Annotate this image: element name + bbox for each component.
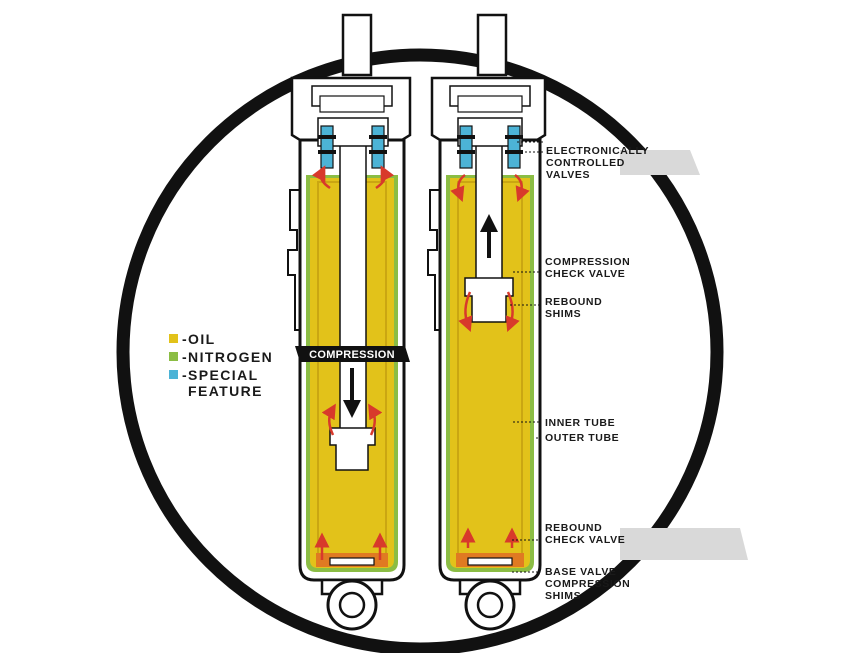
callout-rebound-check-valve: REBOUND CHECK VALVE [545,522,625,546]
callout-rebound-shims: REBOUND SHIMS [545,296,602,320]
legend: -OIL -NITROGEN -SPECIAL FEATURE [169,331,273,399]
callout-band-rcv [620,528,748,560]
compression-banner: COMPRESSION [295,346,410,362]
legend-label-feature: FEATURE [188,383,263,399]
shock-right [427,13,547,631]
leader-lines [510,141,545,573]
legend-swatch-oil [169,334,178,343]
legend-label-nitrogen: -NITROGEN [182,349,273,365]
callout-inner-tube: INNER TUBE [545,417,615,429]
flow-arrows-left [311,165,395,560]
callout-base-line-2: COMPRESSION [545,578,630,590]
callout-inner-tube-line-1: INNER TUBE [545,417,615,429]
shock-left [287,13,412,631]
callout-base-valve: BASE VALVE COMPRESSION SHIMS [545,566,630,602]
callout-compression-check-valve: COMPRESSION CHECK VALVE [545,256,630,280]
legend-swatch-nitrogen [169,352,178,361]
legend-swatch-special [169,370,178,379]
callout-base-line-3: SHIMS [545,590,581,602]
callout-band-ecv [620,150,700,175]
legend-label-special: -SPECIAL [182,367,259,383]
callout-rcv-line-1: REBOUND [545,522,602,534]
callout-rcv-line-2: CHECK VALVE [545,534,625,546]
flow-arrows-right [450,173,530,548]
background-ring [116,48,724,653]
callout-ecv-line-1: ELECTRONICALLY [546,145,649,157]
callout-ccv-line-1: COMPRESSION [545,256,630,268]
callout-outer-tube: OUTER TUBE [545,432,619,444]
ecv-right [457,125,523,169]
callout-shims-line-1: REBOUND [545,296,602,308]
compression-banner-label: COMPRESSION [309,349,395,361]
callout-ecv: ELECTRONICALLY CONTROLLED VALVES [546,145,649,181]
callout-base-line-1: BASE VALVE [545,566,617,578]
callout-ecv-line-2: CONTROLLED [546,157,625,169]
callout-ecv-line-3: VALVES [546,169,590,181]
callout-shims-line-2: SHIMS [545,308,581,320]
legend-label-oil: -OIL [182,331,216,347]
callout-ccv-line-2: CHECK VALVE [545,268,625,280]
ecv-left [318,125,387,169]
callout-outer-tube-line-1: OUTER TUBE [545,432,619,444]
